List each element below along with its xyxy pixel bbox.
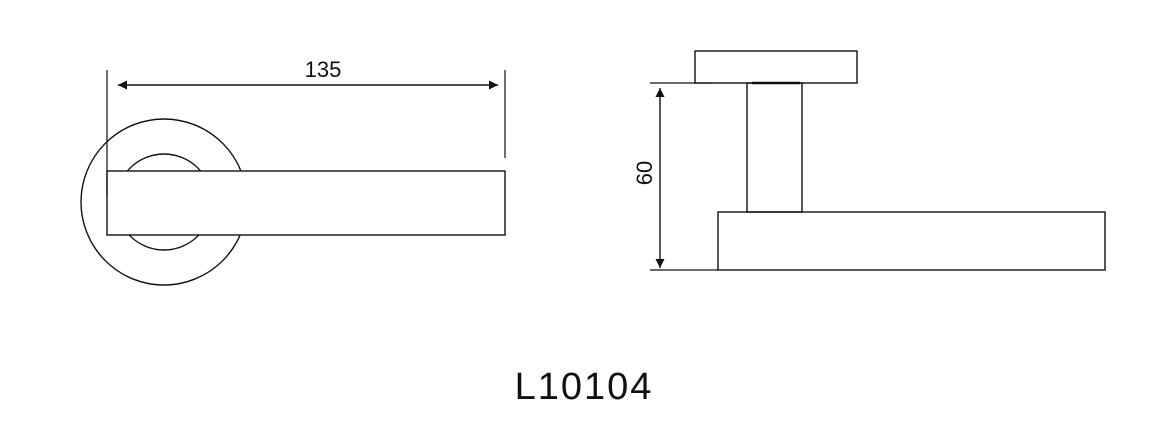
height-dimension-label: 60 <box>632 161 657 185</box>
front-view <box>80 70 506 286</box>
side-lever-bar <box>717 211 1106 271</box>
lever-neck <box>746 82 803 213</box>
rose-plate <box>694 50 858 84</box>
width-dimension-label: 135 <box>305 57 342 82</box>
side-view <box>650 50 1106 271</box>
front-lever-bar <box>106 170 506 236</box>
model-code-label: L10104 <box>515 366 654 408</box>
